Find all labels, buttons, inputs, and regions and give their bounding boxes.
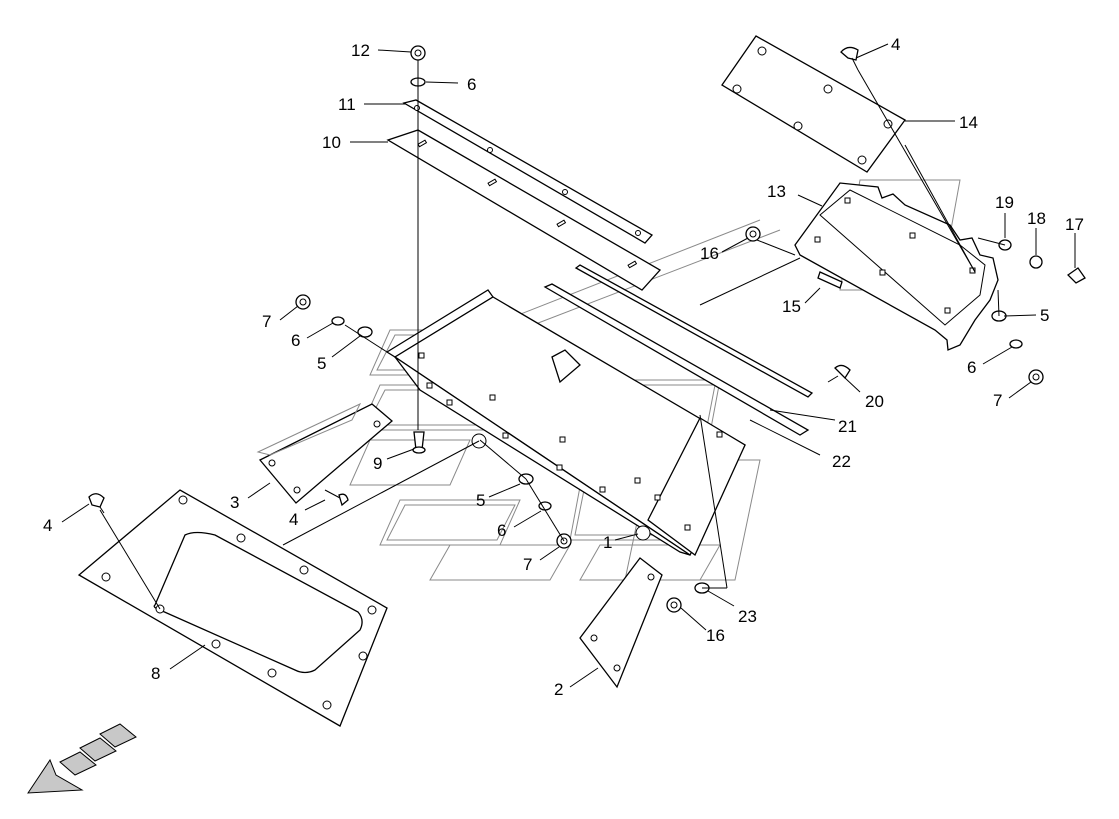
part-2-small-plate	[579, 557, 663, 689]
part-8-large-plate	[77, 489, 388, 727]
callout-11: 11	[338, 95, 356, 114]
callout-9: 9	[373, 454, 382, 473]
callout-1: 1	[603, 533, 612, 552]
forward-direction-arrow-icon	[27, 723, 137, 794]
callout-16: 16	[700, 244, 719, 263]
callout-5: 5	[1040, 306, 1049, 325]
callout-7: 7	[523, 555, 532, 574]
callout-12: 12	[351, 41, 370, 60]
callout-15: 15	[782, 297, 801, 316]
callout-14: 14	[959, 113, 978, 132]
part-3-side-plate	[256, 402, 394, 504]
callout-19: 19	[995, 193, 1014, 212]
callout-10: 10	[322, 133, 341, 152]
callout-8: 8	[151, 664, 160, 683]
callout-2: 2	[554, 680, 563, 699]
callout-13: 13	[767, 182, 786, 201]
callout-6: 6	[497, 521, 506, 540]
callout-18: 18	[1027, 209, 1046, 228]
callout-4: 4	[891, 35, 900, 54]
callout-numbers: 12 6 11 10 4 14 13 19 18 17 16 15 5 7 6 …	[43, 35, 1084, 699]
callout-7: 7	[262, 312, 271, 331]
callout-17: 17	[1065, 215, 1084, 234]
callout-6: 6	[467, 75, 476, 94]
part-21-22-rails	[543, 264, 814, 436]
callout-7: 7	[993, 391, 1002, 410]
callout-3: 3	[230, 493, 239, 512]
part-13-bracket	[794, 182, 999, 351]
callout-16: 16	[706, 626, 725, 645]
callout-6: 6	[291, 331, 300, 350]
main-tray	[385, 289, 746, 557]
leader-lines	[61, 43, 1076, 688]
callout-6: 6	[967, 358, 976, 377]
callout-4: 4	[43, 516, 52, 535]
callout-5: 5	[476, 491, 485, 510]
callout-21: 21	[838, 417, 857, 436]
callout-20: 20	[865, 392, 884, 411]
callout-23: 23	[738, 607, 757, 626]
callout-5: 5	[317, 354, 326, 373]
part-10-11-strips	[386, 99, 662, 291]
callout-22: 22	[832, 452, 851, 471]
assembly-lines	[99, 60, 1006, 610]
callout-4: 4	[289, 510, 298, 529]
